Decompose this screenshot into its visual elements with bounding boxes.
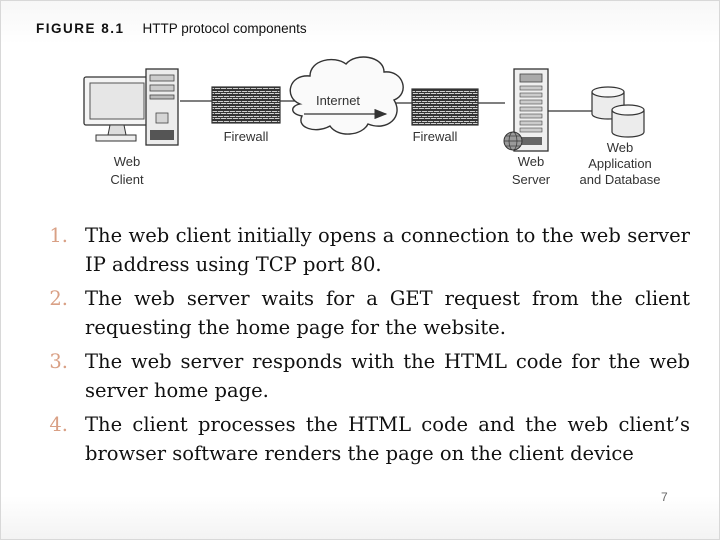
list-item-text: The web server responds with the HTML co… xyxy=(85,350,690,402)
firewall-right-icon xyxy=(411,88,479,126)
firewall-left-icon xyxy=(211,86,281,124)
list-item-text: The client processes the HTML code and t… xyxy=(85,413,690,465)
figure-title: HTTP protocol components xyxy=(142,21,307,36)
database-icon xyxy=(591,86,645,138)
steps-list: 1. The web client initially opens a conn… xyxy=(40,221,690,473)
internet-label: Internet xyxy=(316,93,360,108)
list-item: 4. The client processes the HTML code an… xyxy=(40,410,690,468)
list-item: 3. The web server responds with the HTML… xyxy=(40,347,690,405)
web-client-label-line2: Client xyxy=(110,172,144,187)
page-number: 7 xyxy=(661,490,668,504)
app-db-label-line1: Web xyxy=(607,140,634,155)
figure-label: FIGURE 8.1 xyxy=(36,21,125,36)
web-server-label-line2: Server xyxy=(512,172,551,187)
list-item-text: The web server waits for a GET request f… xyxy=(85,287,690,339)
globe-icon xyxy=(503,131,523,151)
figure-caption: FIGURE 8.1 HTTP protocol components xyxy=(36,21,307,36)
list-item: 2. The web server waits for a GET reques… xyxy=(40,284,690,342)
internet-cloud-icon xyxy=(289,56,404,135)
list-item-number: 4. xyxy=(49,413,68,436)
list-item-text: The web client initially opens a connect… xyxy=(85,224,690,276)
app-db-label-line3: and Database xyxy=(580,172,661,187)
list-item-number: 3. xyxy=(49,350,68,373)
list-item: 1. The web client initially opens a conn… xyxy=(40,221,690,279)
web-client-icon xyxy=(83,68,179,146)
list-item-number: 2. xyxy=(49,287,68,310)
web-client-label-line1: Web xyxy=(114,154,141,169)
firewall-left-label: Firewall xyxy=(224,129,269,144)
app-db-label-line2: Application xyxy=(588,156,652,171)
web-server-label-line1: Web xyxy=(518,154,545,169)
list-item-number: 1. xyxy=(49,224,68,247)
firewall-right-label: Firewall xyxy=(413,129,458,144)
http-components-diagram: Web Client Firewall Internet Firewall We… xyxy=(83,56,661,187)
